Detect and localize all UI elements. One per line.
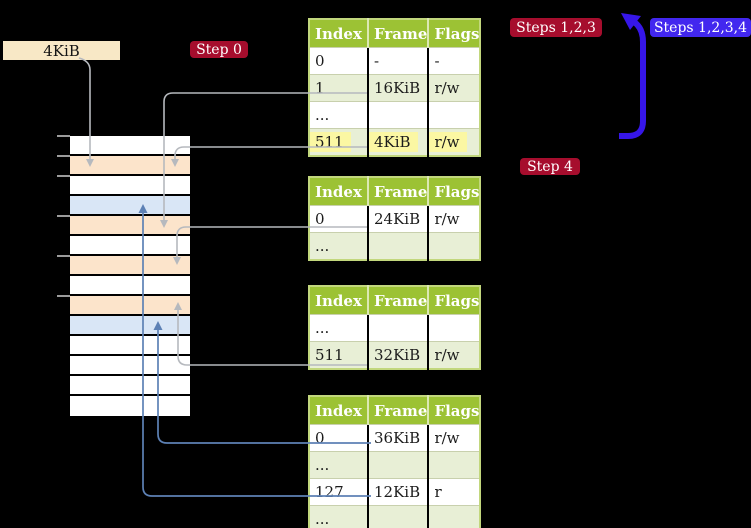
cell-flags: r/w bbox=[429, 132, 467, 152]
table-row: 0 36KiB r/w bbox=[309, 424, 481, 452]
table-row: 127 12KiB r bbox=[309, 478, 481, 506]
table-row: 1 16KiB r/w bbox=[309, 74, 481, 102]
cell-flags bbox=[429, 249, 441, 251]
table-row: ... bbox=[309, 314, 481, 342]
cell-frame bbox=[369, 522, 381, 524]
cell-frame: 4KiB bbox=[369, 132, 418, 152]
cell-frame: 32KiB bbox=[374, 346, 421, 364]
cell-index: ... bbox=[315, 456, 330, 474]
cell-frame: - bbox=[374, 52, 380, 70]
col-header-flags: Flags bbox=[427, 177, 481, 206]
physical-memory-column bbox=[70, 136, 190, 416]
badge-steps-1234: Steps 1,2,3,4 bbox=[650, 18, 751, 37]
col-header-index: Index bbox=[309, 177, 368, 206]
page-table-second: Index Frame Flags 0 24KiB r/w ... bbox=[308, 176, 482, 261]
table-row: ... bbox=[309, 505, 481, 528]
col-header-frame: Frame bbox=[366, 396, 429, 425]
cell-frame: 12KiB bbox=[374, 483, 421, 501]
memory-frame-row bbox=[70, 396, 190, 416]
memory-frame-row bbox=[70, 276, 190, 296]
cell-index: ... bbox=[315, 510, 330, 528]
memory-frame-row bbox=[70, 296, 190, 316]
table-row: 0 24KiB r/w bbox=[309, 205, 481, 233]
badge-steps-123: Steps 1,2,3 bbox=[510, 18, 602, 37]
memory-frame-row bbox=[70, 156, 190, 176]
cell-frame bbox=[369, 249, 381, 251]
page-table-fourth: Index Frame Flags 0 36KiB r/w ... 127 12… bbox=[308, 395, 482, 528]
cell-frame bbox=[369, 468, 381, 470]
address-tick bbox=[57, 135, 70, 137]
cell-frame: 24KiB bbox=[374, 210, 421, 228]
col-header-index: Index bbox=[309, 396, 368, 425]
arrow-loop-to-steps123 bbox=[619, 13, 646, 139]
cell-index: 511 bbox=[310, 132, 351, 152]
cell-index: ... bbox=[315, 106, 330, 124]
cell-index: ... bbox=[315, 319, 330, 337]
page-table-third: Index Frame Flags ... 511 32KiB r/w bbox=[308, 285, 482, 370]
cell-index: 0 bbox=[315, 210, 325, 228]
table-row: ... bbox=[309, 101, 481, 129]
cell-flags bbox=[429, 522, 441, 524]
cell-frame bbox=[369, 118, 381, 120]
col-header-flags: Flags bbox=[427, 19, 481, 48]
memory-frame-row bbox=[70, 176, 190, 196]
col-header-frame: Frame bbox=[366, 177, 429, 206]
table-row-highlighted: 511 4KiB r/w bbox=[309, 128, 481, 156]
col-header-frame: Frame bbox=[366, 19, 429, 48]
cell-index: 0 bbox=[315, 429, 325, 447]
badge-step4: Step 4 bbox=[520, 158, 580, 175]
cell-index: 511 bbox=[315, 346, 344, 364]
page-table-top: Index Frame Flags 0 - - 1 16KiB r/w ... … bbox=[308, 18, 482, 157]
cell-index: 1 bbox=[315, 79, 325, 97]
cell-index: 0 bbox=[315, 52, 325, 70]
cell-flags: - bbox=[434, 52, 440, 70]
address-tick bbox=[57, 155, 70, 157]
table-row: ... bbox=[309, 232, 481, 260]
address-tick bbox=[57, 175, 70, 177]
col-header-flags: Flags bbox=[427, 286, 481, 315]
badge-step0: Step 0 bbox=[190, 41, 248, 58]
memory-frame-row bbox=[70, 336, 190, 356]
memory-frame-row bbox=[70, 256, 190, 276]
memory-frame-row bbox=[70, 236, 190, 256]
address-tick bbox=[57, 215, 70, 217]
col-header-index: Index bbox=[309, 19, 368, 48]
memory-frame-row bbox=[70, 376, 190, 396]
cell-flags: r bbox=[434, 483, 442, 501]
memory-address-label: 4KiB bbox=[3, 41, 120, 60]
cell-flags: r/w bbox=[434, 79, 460, 97]
table-row: ... bbox=[309, 451, 481, 479]
cell-index: 127 bbox=[315, 483, 344, 501]
memory-frame-row bbox=[70, 136, 190, 156]
cell-flags bbox=[429, 331, 441, 333]
address-tick bbox=[57, 295, 70, 297]
memory-frame-row bbox=[70, 196, 190, 216]
table-row: 511 32KiB r/w bbox=[309, 341, 481, 369]
cell-flags: r/w bbox=[434, 210, 460, 228]
cell-frame: 36KiB bbox=[374, 429, 421, 447]
table-row: 0 - - bbox=[309, 47, 481, 75]
memory-frame-row bbox=[70, 316, 190, 336]
cell-flags: r/w bbox=[434, 346, 460, 364]
address-tick bbox=[57, 255, 70, 257]
cell-flags: r/w bbox=[434, 429, 460, 447]
memory-frame-row bbox=[70, 356, 190, 376]
cell-flags bbox=[429, 118, 441, 120]
cell-index: ... bbox=[315, 237, 330, 255]
cell-flags bbox=[429, 468, 441, 470]
col-header-frame: Frame bbox=[366, 286, 429, 315]
col-header-flags: Flags bbox=[427, 396, 481, 425]
memory-frame-row bbox=[70, 216, 190, 236]
cell-frame bbox=[369, 331, 381, 333]
col-header-index: Index bbox=[309, 286, 368, 315]
cell-frame: 16KiB bbox=[374, 79, 421, 97]
